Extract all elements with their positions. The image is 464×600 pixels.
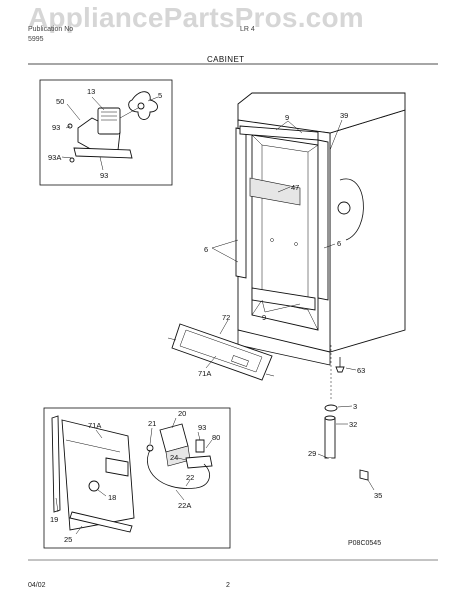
drain-tube — [324, 417, 336, 459]
gasket-strip-left — [235, 127, 247, 279]
callout-24: 24 — [170, 453, 178, 462]
grille-back-panel — [61, 419, 135, 531]
hose-clip — [359, 469, 369, 481]
fan-motor-inset-box — [39, 79, 173, 186]
callout-21: 21 — [148, 419, 156, 428]
callout-5: 5 — [158, 91, 162, 100]
callout-63: 63 — [357, 366, 365, 375]
grille-panel — [171, 323, 273, 381]
callout-71A-mid: 71A — [198, 369, 211, 378]
grommet — [88, 480, 100, 492]
callout-93-inset: 93 — [198, 423, 206, 432]
model-fragment: LR 4 — [240, 26, 255, 33]
top-trim — [239, 125, 319, 141]
callout-18: 18 — [108, 493, 116, 502]
callout-71A-inset: 71A — [88, 421, 101, 430]
callout-29: 29 — [308, 449, 316, 458]
callout-19: 19 — [50, 515, 58, 524]
callout-32: 32 — [349, 420, 357, 429]
footer-date: 04/02 — [28, 582, 46, 589]
callout-39: 39 — [340, 111, 348, 120]
callout-25: 25 — [64, 535, 72, 544]
callout-80: 80 — [212, 433, 220, 442]
callout-50: 50 — [56, 97, 64, 106]
cabinet-side-contour — [339, 178, 364, 241]
callout-6-right: 6 — [337, 239, 341, 248]
callout-20: 20 — [178, 409, 186, 418]
watermark-text: AppliancePartsPros.com — [28, 2, 364, 33]
cabinet-side — [329, 109, 406, 353]
drain-washer — [324, 404, 338, 412]
bottom-trim — [251, 287, 316, 311]
callout-93-lower: 93 — [100, 171, 108, 180]
figure-code: P08C0545 — [348, 540, 382, 547]
lower-bracket — [73, 147, 133, 159]
callout-9-bottom: 9 — [262, 313, 266, 322]
grille-assembly-inset-box — [43, 407, 231, 549]
gasket-strip-right — [317, 139, 329, 301]
callout-47: 47 — [291, 183, 299, 192]
screw-63 — [335, 366, 345, 373]
callout-72: 72 — [222, 313, 230, 322]
footer-page-number: 2 — [226, 582, 230, 589]
callout-22: 22 — [186, 473, 194, 482]
publication-label: Publication No — [28, 26, 74, 33]
callout-9-top: 9 — [285, 113, 289, 122]
callout-93A: 93A — [48, 153, 61, 162]
grille-side-strip — [51, 415, 61, 513]
shelf-rail — [249, 177, 301, 206]
callout-93-upper: 93 — [52, 123, 60, 132]
publication-number: 5995 — [28, 36, 44, 43]
callout-3: 3 — [353, 402, 357, 411]
callout-6-left: 6 — [204, 245, 208, 254]
callout-13: 13 — [87, 87, 95, 96]
callout-35: 35 — [374, 491, 382, 500]
fan-motor — [97, 107, 121, 135]
section-title: CABINET — [207, 55, 245, 64]
callout-22A: 22A — [178, 501, 191, 510]
